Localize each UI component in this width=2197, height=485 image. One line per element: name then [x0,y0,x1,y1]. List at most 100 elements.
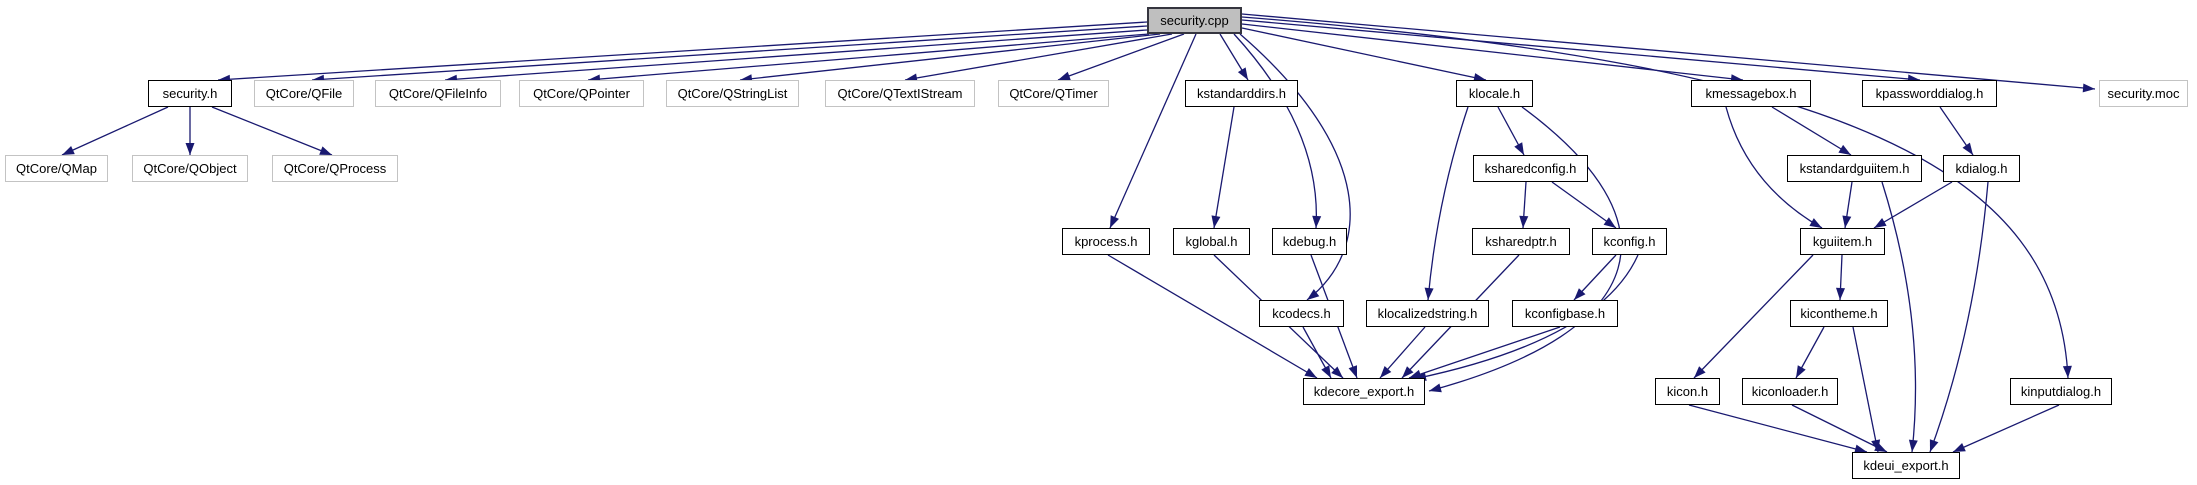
arrowhead-security-cpp-to-kcodecs [1307,289,1320,300]
edge-klocale-to-kdecore-export [1428,106,1622,392]
edge-kiconloader-to-kdeui-export [1791,404,1888,453]
node-qfileinfo: QtCore/QFileInfo [375,80,501,107]
node-qstringlist: QtCore/QStringList [666,80,799,107]
arrowhead-kinputdialog-to-kdeui-export [1953,443,1966,452]
node-kdebug[interactable]: kdebug.h [1272,228,1347,255]
edge-security-cpp-to-klocale [1241,27,1487,81]
arrowhead-kdialog-to-kdeui-export [1929,439,1939,452]
edge-security-cpp-to-qpointer [587,33,1150,81]
edge-kguiitem-to-kicon [1693,254,1814,379]
arrowhead-kpassworddialog-to-kdialog [1962,142,1973,155]
arrowhead-klocalizedstring-to-kdecore-export [1380,366,1392,378]
edge-security-cpp-to-kcodecs [1239,33,1351,301]
arrowhead-ksharedptr-to-kdecore-export [1402,366,1414,378]
node-kglobal[interactable]: kglobal.h [1173,228,1250,255]
node-kcodecs[interactable]: kcodecs.h [1259,300,1344,327]
edge-security-cpp-to-qtimer [1057,33,1185,81]
arrowhead-kstandardguiitem-to-kdeui-export [1908,439,1918,452]
arrowhead-klocale-to-ksharedconfig [1514,142,1524,155]
edge-kmessagebox-to-kguiitem [1725,106,1823,229]
edge-klocale-to-klocalizedstring [1427,106,1469,301]
node-kdecore-export[interactable]: kdecore_export.h [1303,378,1425,405]
arrowhead-kmessagebox-to-kstandardguiitem [1838,144,1851,155]
arrowhead-kstandarddirs-to-kglobal [1211,215,1221,228]
node-security-h[interactable]: security.h [148,80,232,107]
node-kpassworddialog[interactable]: kpassworddialog.h [1862,80,1997,107]
edge-kprocess-to-kdecore-export [1107,254,1318,379]
edge-kdialog-to-kguiitem [1873,181,1953,229]
node-qtimer: QtCore/QTimer [998,80,1109,107]
arrowhead-kicon-to-kdeui-export [1854,444,1867,454]
edge-security-cpp-to-qfileinfo [444,29,1148,81]
node-kicon[interactable]: kicon.h [1655,378,1720,405]
arrowhead-kstandardguiitem-to-kguiitem [1842,215,1852,228]
arrowhead-ksharedconfig-to-ksharedptr [1519,215,1529,228]
node-qtextistream: QtCore/QTextIStream [825,80,975,107]
arrowhead-kicontheme-to-kiconloader [1796,365,1806,378]
arrowhead-ksharedconfig-to-kconfig [1603,217,1616,228]
edge-kmessagebox-to-kstandardguiitem [1771,106,1852,156]
arrowhead-kconfigbase-to-kdecore-export [1409,369,1422,379]
arrowhead-kmessagebox-to-kguiitem [1809,218,1822,228]
arrowhead-security-h-to-qprocess [319,146,332,155]
node-qfile: QtCore/QFile [254,80,354,107]
edge-kicon-to-kdeui-export [1688,404,1868,453]
arrowhead-security-cpp-to-klocale [1473,73,1486,82]
edge-security-cpp-to-kdebug [1233,33,1318,229]
node-kguiitem[interactable]: kguiitem.h [1800,228,1885,255]
arrowhead-security-cpp-to-kdebug [1312,215,1322,228]
node-kinputdialog[interactable]: kinputdialog.h [2010,378,2112,405]
edge-kconfigbase-to-kdecore-export [1408,326,1561,379]
node-security-cpp: security.cpp [1147,7,1242,34]
edge-kdialog-to-kdeui-export [1929,181,1989,453]
node-kconfig[interactable]: kconfig.h [1592,228,1667,255]
node-kstandardguiitem[interactable]: kstandardguiitem.h [1787,155,1922,182]
arrowhead-security-cpp-to-kprocess [1110,215,1119,228]
arrowhead-kdialog-to-kguiitem [1874,218,1887,228]
edge-security-h-to-qmap [61,106,169,156]
edge-security-cpp-to-security-moc [1241,13,2096,90]
node-qprocess: QtCore/QProcess [272,155,398,182]
node-qpointer: QtCore/QPointer [519,80,644,107]
edge-security-cpp-to-qstringlist [739,33,1161,81]
arrowhead-security-h-to-qobject [185,143,195,155]
node-kdeui-export[interactable]: kdeui_export.h [1852,452,1960,479]
arrowhead-kguiitem-to-kicontheme [1836,287,1845,300]
edge-security-cpp-to-kprocess [1109,33,1197,229]
edge-security-cpp-to-qfile [311,25,1148,81]
node-kstandarddirs[interactable]: kstandarddirs.h [1185,80,1298,107]
node-kmessagebox[interactable]: kmessagebox.h [1691,80,1811,107]
node-qmap: QtCore/QMap [5,155,108,182]
arrowhead-kdebug-to-kdecore-export [1348,365,1357,378]
edge-kstandardguiitem-to-kdeui-export [1881,181,1917,453]
node-ksharedconfig[interactable]: ksharedconfig.h [1473,155,1588,182]
node-klocale[interactable]: klocale.h [1456,80,1533,107]
edge-ksharedconfig-to-kconfig [1551,181,1617,229]
arrowhead-kglobal-to-kdecore-export [1331,366,1343,378]
node-kprocess[interactable]: kprocess.h [1062,228,1150,255]
edge-kstandarddirs-to-kglobal [1213,106,1235,229]
arrowhead-security-cpp-to-security-moc [2082,83,2095,93]
node-security-moc: security.moc [2099,80,2188,107]
arrowhead-klocale-to-klocalizedstring [1424,287,1434,300]
arrowhead-security-cpp-to-kinputdialog [2062,365,2072,378]
node-kdialog[interactable]: kdialog.h [1943,155,2020,182]
edge-kconfig-to-kdecore-export [1413,254,1639,380]
edge-security-cpp-to-qtextistream [904,33,1173,81]
arrowhead-kiconloader-to-kdeui-export [1874,442,1887,452]
arrowhead-klocale-to-kdecore-export [1429,383,1442,393]
node-kiconloader[interactable]: kiconloader.h [1742,378,1838,405]
arrowhead-kprocess-to-kdecore-export [1304,368,1317,378]
edge-kinputdialog-to-kdeui-export [1952,404,2060,453]
node-ksharedptr[interactable]: ksharedptr.h [1472,228,1570,255]
node-qobject: QtCore/QObject [132,155,248,182]
node-kconfigbase[interactable]: kconfigbase.h [1512,300,1618,327]
edge-kicontheme-to-kdeui-export [1852,326,1879,453]
arrowhead-security-cpp-to-kstandarddirs [1237,67,1248,80]
edge-security-cpp-to-security-h [217,21,1148,81]
node-klocalizedstring[interactable]: klocalizedstring.h [1366,300,1489,327]
node-kicontheme[interactable]: kicontheme.h [1790,300,1888,327]
edge-security-h-to-qprocess [211,106,333,156]
